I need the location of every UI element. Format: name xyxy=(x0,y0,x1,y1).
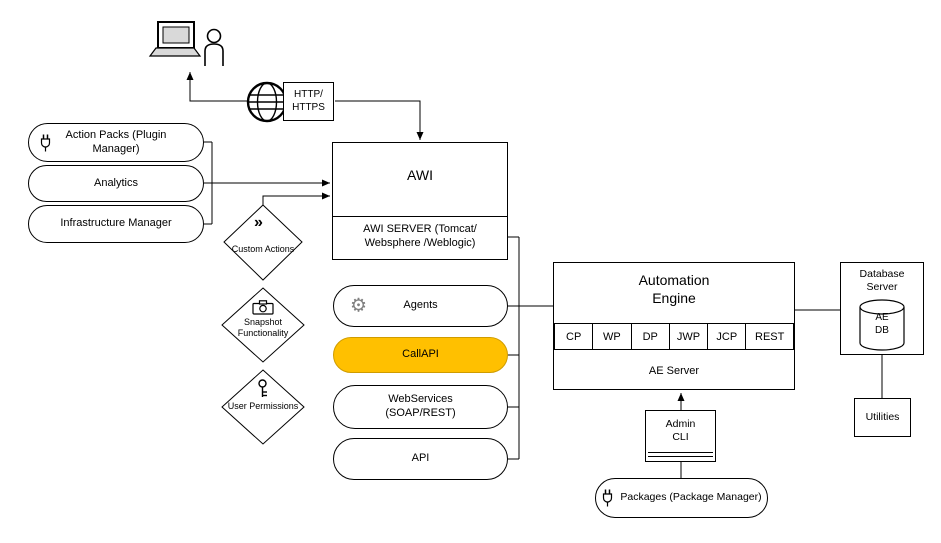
ae-process-cp: CP xyxy=(554,323,594,350)
custom-actions-diamond xyxy=(223,204,303,281)
ae-server-label: AE Server xyxy=(648,364,700,377)
user-permissions-diamond xyxy=(221,369,305,445)
database-cylinder-icon xyxy=(859,299,905,351)
conn-diamonds-to-awi xyxy=(262,192,330,205)
ae-process-jwp: JWP xyxy=(668,323,709,350)
awi-server-label: AWI SERVER (Tomcat/ Websphere /Weblogic) xyxy=(363,223,477,249)
analytics-label: Analytics xyxy=(93,176,139,189)
admin-cli-label: Admin CLI xyxy=(665,418,696,444)
http-https-label-box: HTTP/ HTTPS xyxy=(283,82,334,121)
agents-node: ⚙ Agents xyxy=(333,285,508,327)
action-packs-node: Action Packs (Plugin Manager) xyxy=(28,123,204,162)
action-packs-label: Action Packs (Plugin Manager) xyxy=(65,128,167,155)
automation-engine-node: Automation Engine CP WP DP JWP JCP REST … xyxy=(553,262,795,390)
custom-actions-label: Custom Actions xyxy=(231,244,295,254)
callapi-label: CallAPI xyxy=(402,348,439,361)
console-lines-icon xyxy=(648,452,713,457)
utilities-node: Utilities xyxy=(854,398,911,437)
webservices-node: WebServices (SOAP/REST) xyxy=(333,385,508,429)
chevrons-icon: » xyxy=(254,214,263,231)
conn-globe-to-workstation xyxy=(186,72,247,102)
workstation-icon xyxy=(148,21,224,66)
api-label: API xyxy=(411,452,430,465)
infrastructure-manager-node: Infrastructure Manager xyxy=(28,205,204,243)
ae-process-dp: DP xyxy=(630,323,670,350)
analytics-node: Analytics xyxy=(28,165,204,202)
webservices-label: WebServices (SOAP/REST) xyxy=(385,393,456,419)
ae-process-rest: REST xyxy=(745,323,794,350)
automation-engine-title: Automation Engine xyxy=(638,272,710,306)
packages-label: Packages (Package Manager) xyxy=(620,491,762,504)
user-icon xyxy=(206,28,222,44)
awi-title: AWI xyxy=(407,167,433,183)
gear-icon: ⚙ xyxy=(350,295,368,317)
callapi-node: CallAPI xyxy=(333,337,508,373)
ae-process-wp: WP xyxy=(592,323,632,350)
api-node: API xyxy=(333,438,508,480)
ae-process-row: CP WP DP JWP JCP REST xyxy=(554,323,794,350)
conn-http-to-awi xyxy=(335,100,424,140)
utilities-label: Utilities xyxy=(865,410,900,423)
http-https-label: HTTP/ HTTPS xyxy=(292,89,325,113)
packages-node: Packages (Package Manager) xyxy=(595,478,768,518)
plug-icon xyxy=(603,489,613,507)
camera-icon xyxy=(252,300,274,315)
snapshot-functionality-label: Snapshot Functionality xyxy=(237,317,289,338)
database-server-node: Database Server AE DB xyxy=(840,262,924,355)
awi-divider xyxy=(333,216,507,217)
infrastructure-manager-label: Infrastructure Manager xyxy=(60,217,172,230)
admin-cli-node: Admin CLI xyxy=(645,410,716,462)
ae-process-jcp: JCP xyxy=(707,323,747,350)
awi-node: AWI AWI SERVER (Tomcat/ Websphere /Weblo… xyxy=(332,142,508,260)
snapshot-functionality-diamond xyxy=(221,287,305,363)
key-icon xyxy=(258,379,267,397)
globe-icon xyxy=(246,81,288,123)
user-permissions-label: User Permissions xyxy=(227,401,299,411)
database-server-title: Database Server xyxy=(859,268,905,294)
plug-icon xyxy=(40,134,51,151)
agents-label: Agents xyxy=(403,299,438,312)
ae-db-label: AE DB xyxy=(875,312,889,336)
